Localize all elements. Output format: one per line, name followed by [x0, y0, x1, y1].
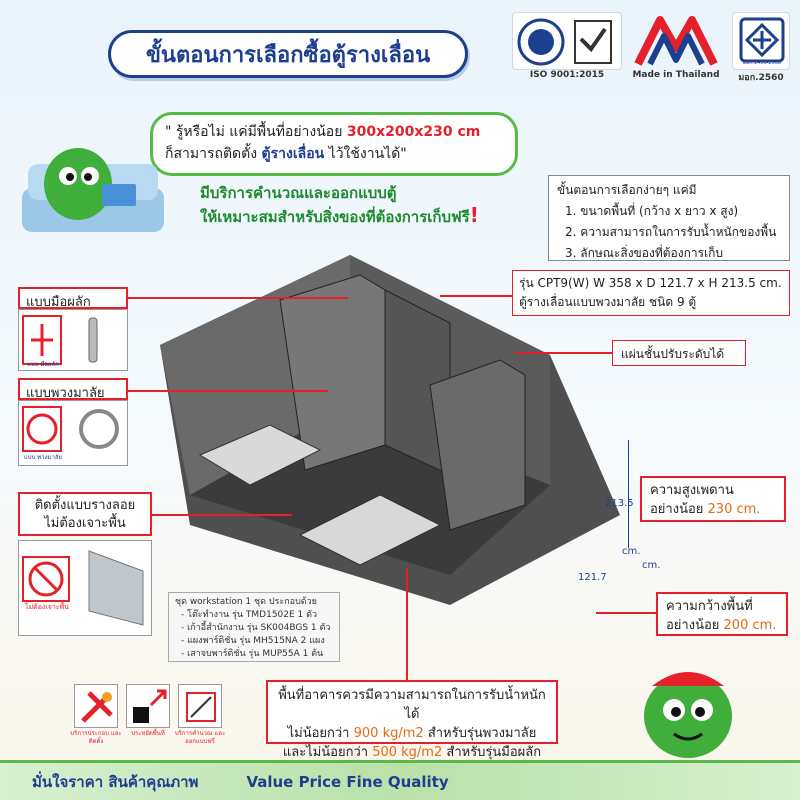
space-saving-icon	[126, 684, 170, 728]
steps-item: 1. ขนาดพื้นที่ (กว้าง x ยาว x สูง)	[565, 204, 739, 218]
service-icon-caption: บริการคำนวณ และออกแบบฟรี	[174, 730, 226, 745]
height-unit: cm.	[622, 546, 641, 557]
service-icon-caption: ประหยัดพื้นที่	[131, 730, 165, 737]
pointer-line	[128, 297, 348, 299]
pointer-line	[406, 568, 408, 680]
ceiling-height-box: ความสูงเพดาน อย่างน้อย 230 cm.	[640, 476, 786, 522]
pointer-line	[440, 295, 512, 297]
minimum-area-size: 300x200x230 cm	[346, 124, 481, 140]
service-icon-caption: บริการประกอบ และติดตั้ง	[70, 730, 122, 745]
ceiling-line-2: อย่างน้อย 230 cm.	[650, 500, 776, 519]
pointer-line	[515, 352, 612, 354]
handle-type-push-label: แบบมือผลัก	[18, 287, 128, 310]
intro-speech-bubble: " รู้หรือไม่ แค่มีพื้นที่อย่างน้อย 300x2…	[150, 112, 518, 176]
service-line-1: มีบริการคำนวณและออกแบบตู้	[200, 184, 397, 202]
iso-ukas-seal-icon	[512, 12, 622, 70]
ceiling-unit: cm.	[642, 560, 661, 571]
page-title: ขั้นตอนการเลือกซื้อตู้รางเลื่อน	[145, 42, 431, 68]
floor-width-value: 200 cm.	[723, 618, 777, 633]
intro-line2-suffix: ไว้ใช้งานได้"	[328, 146, 407, 162]
handle-type-wheel-text: แบบพวงมาลัย	[26, 386, 105, 401]
adjustable-shelf-label: แผ่นชั้นปรับระดับได้	[612, 340, 746, 366]
tools-icon	[74, 684, 118, 728]
free-service-text: มีบริการคำนวณและออกแบบตู้ ให้เหมาะสมสำหร…	[200, 182, 540, 228]
pointer-line	[128, 390, 328, 392]
footer-thai-slogan: มั่นใจราคา สินค้าคุณภาพ	[32, 772, 199, 791]
pointer-line	[152, 514, 292, 516]
steps-item: 2. ความสามารถในการรับน้ำหนักของพื้น	[565, 225, 777, 239]
floor-load-line-3: และไม่น้อยกว่า 500 kg/m2 สำหรับรุ่นมือผล…	[276, 743, 548, 762]
no-drilling-floor-icon: ไม่ต้องเจาะพื้น	[18, 540, 152, 636]
service-line-2-text: ให้เหมาะสมสำหรับสิ่งของที่ต้องการเก็บฟรี	[200, 208, 470, 226]
footer-banner: มั่นใจราคา สินค้าคุณภาพ Value Price Fine…	[0, 760, 800, 800]
adjustable-shelf-text: แผ่นชั้นปรับระดับได้	[621, 347, 725, 361]
product-name: ตู้รางเลื่อน	[261, 146, 325, 162]
workstation-heading: ชุด workstation 1 ชุด ประกอบด้วย	[175, 597, 317, 607]
iso-caption: ISO 9001:2015	[529, 70, 605, 80]
page-title-box: ขั้นตอนการเลือกซื้อตู้รางเลื่อน	[108, 30, 468, 78]
design-service-icon	[178, 684, 222, 728]
no-drilling-caption: ไม่ต้องเจาะพื้น	[25, 603, 69, 611]
install-line-1: ติดตั้งแบบรางลอย	[34, 498, 136, 513]
floor-load-suffix: สำหรับรุ่นมือผลัก	[446, 745, 542, 760]
steps-heading: ขั้นตอนการเลือกง่ายๆ แค่มี	[557, 183, 697, 197]
service-exclaim: !	[469, 203, 479, 227]
tis-subcaption: มอก.1496-2560	[742, 60, 782, 66]
push-handle-icon: แบบ มือผลัก	[18, 309, 128, 371]
floor-width-box: ความกว้างพื้นที่ อย่างน้อย 200 cm.	[656, 592, 788, 636]
pointer-line	[596, 612, 656, 614]
floor-load-box: พื้นที่อาคารควรมีความสามารถในการรับน้ำหน…	[266, 680, 558, 760]
floating-rail-install-label: ติดตั้งแบบรางลอย ไม่ต้องเจาะพื้น	[18, 492, 152, 536]
steps-item: 3. ลักษณะสิ่งของที่ต้องการเก็บ	[565, 246, 724, 260]
push-handle-caption: แบบ มือผลัก	[27, 361, 59, 368]
floor-width-line-1: ความกว้างพื้นที่	[666, 599, 753, 614]
service-line-2: ให้เหมาะสมสำหรับสิ่งของที่ต้องการเก็บฟรี…	[200, 204, 540, 228]
workstation-item: - แผงพาร์ติชั่น รุ่น MH515NA 2 แผง	[181, 636, 325, 646]
floor-load-prefix: และไม่น้อยกว่า	[282, 745, 369, 760]
wheel-load-value: 900 kg/m2	[353, 726, 424, 741]
floor-width-prefix: อย่างน้อย	[666, 618, 720, 633]
floor-load-line-1: พื้นที่อาคารควรมีความสามารถในการรับน้ำหน…	[278, 688, 546, 722]
model-spec-box: รุ่น CPT9(W) W 358 x D 121.7 x H 213.5 c…	[512, 270, 790, 316]
tis-caption: มอก.2560	[738, 73, 784, 83]
intro-line-1: " รู้หรือไม่ แค่มีพื้นที่อย่างน้อย 300x2…	[165, 121, 503, 143]
handle-type-wheel-label: แบบพวงมาลัย	[18, 378, 128, 401]
intro-line-2: ก็สามารถติดตั้ง ตู้รางเลื่อน ไว้ใช้งานได…	[165, 143, 503, 165]
room-3d-illustration	[150, 245, 650, 615]
workstation-item: - เสาจบพาร์ติชั่น รุ่น MUP55A 1 ต้น	[181, 649, 324, 659]
ceiling-line-1: ความสูงเพดาน	[650, 483, 734, 498]
install-line-2: ไม่ต้องเจาะพื้น	[44, 516, 126, 531]
intro-line2-text: ก็สามารถติดตั้ง	[165, 146, 258, 162]
intro-line1-text: " รู้หรือไม่ แค่มีพื้นที่อย่างน้อย	[165, 124, 343, 140]
workstation-item: - โต๊ะทำงาน รุ่น TMD1502E 1 ตัว	[181, 610, 318, 620]
wheel-handle-caption: แบบ พวงมาลัย	[23, 454, 63, 461]
floor-width-line-2: อย่างน้อย 200 cm.	[666, 616, 778, 635]
made-in-thailand-logo-icon	[632, 12, 720, 70]
service-icons-row: บริการประกอบ และติดตั้ง ประหยัดพื้นที่ บ…	[70, 684, 226, 760]
wheel-handle-icon: แบบ พวงมาลัย	[18, 400, 128, 466]
selection-steps-box: ขั้นตอนการเลือกง่ายๆ แค่มี 1. ขนาดพื้นที…	[548, 175, 790, 261]
ceiling-value: 230 cm.	[707, 502, 761, 517]
height-dimension-line	[628, 440, 629, 548]
workstation-spec-box: ชุด workstation 1 ชุด ประกอบด้วย - โต๊ะท…	[168, 592, 340, 662]
workstation-item: - เก้าอี้สำนักงาน รุ่น SK004BGS 1 ตัว	[181, 623, 331, 633]
mascot-laptop-illustration	[18, 140, 168, 250]
ceiling-prefix: อย่างน้อย	[650, 502, 704, 517]
floor-load-prefix: ไม่น้อยกว่า	[287, 726, 350, 741]
footer-english-slogan: Value Price Fine Quality	[246, 772, 449, 791]
handle-type-push-text: แบบมือผลัก	[26, 295, 91, 310]
tis-standard-mark-icon: มอก.1496-2560	[732, 12, 790, 70]
height-dimension: 213.5	[605, 498, 634, 509]
mascot-salute-illustration	[630, 660, 740, 760]
floor-load-suffix: สำหรับรุ่นพวงมาลัย	[427, 726, 537, 741]
floor-load-line-2: ไม่น้อยกว่า 900 kg/m2 สำหรับรุ่นพวงมาลัย	[276, 724, 548, 743]
depth-dimension: 121.7	[578, 572, 607, 583]
model-spec-line-1: รุ่น CPT9(W) W 358 x D 121.7 x H 213.5 c…	[519, 276, 782, 290]
push-load-value: 500 kg/m2	[372, 745, 443, 760]
made-in-thailand-caption: Made in Thailand	[632, 70, 720, 80]
model-spec-line-2: ตู้รางเลื่อนแบบพวงมาลัย ชนิด 9 ตู้	[519, 295, 697, 309]
